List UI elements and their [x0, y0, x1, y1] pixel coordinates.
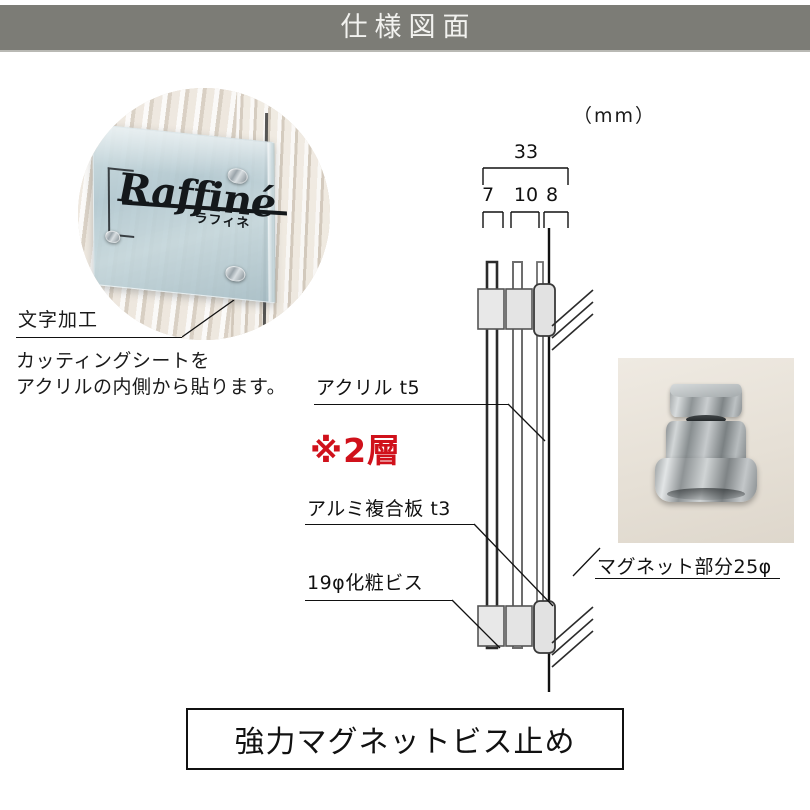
leader-screw [451, 599, 501, 649]
callout-alumi-underline [305, 524, 474, 525]
screw-head-bottom [477, 605, 505, 647]
dimension-seg2-label: 10 [513, 184, 539, 206]
leader-magnet [572, 547, 601, 577]
red-note-two-layer: ※2層 [310, 431, 402, 470]
bracket-seg3 [543, 211, 569, 228]
callout-acrylic-underline [314, 404, 508, 405]
callout-screw-label: 19φ化粧ビス [307, 572, 424, 594]
acrylic-plate-section [485, 260, 499, 650]
leader-alumi [473, 523, 554, 607]
magnet-screw-cap-photo [618, 358, 794, 543]
callout-acrylic-label: アクリル t5 [316, 377, 421, 399]
plate-screw-bottom-right [225, 265, 246, 283]
bottom-caption-text: 強力マグネットビス止め [234, 725, 576, 760]
bottom-caption-box: 強力マグネットビス止め [186, 708, 624, 770]
wall-hatch-bottom [551, 606, 594, 668]
leader-acrylic [507, 403, 546, 442]
magnet-body-top [533, 283, 556, 337]
spacer-bottom [505, 605, 533, 647]
annotation-body-line-1: カッティングシートを [16, 350, 210, 372]
callout-magnet-label: マグネット部分25φ [597, 556, 772, 578]
fastener-assembly-bottom [477, 600, 594, 668]
annotation-moji-kako-underline [16, 337, 182, 338]
annotation-moji-kako-body: カッティングシートを アクリルの内側から貼ります。 [16, 348, 286, 400]
wall-hatch-top [551, 289, 594, 351]
screw-head-top [477, 288, 505, 330]
page-header-bar: 仕様図面 [0, 5, 810, 52]
magnet-body-bottom [533, 600, 556, 654]
alumi-panel-section [512, 261, 523, 649]
page-title: 仕様図面 [340, 12, 477, 43]
spacer-top [505, 288, 533, 330]
callout-leaders [451, 403, 601, 649]
callout-magnet-underline [595, 578, 780, 579]
wall-face-panel-section [536, 261, 544, 649]
bracket-total [482, 167, 569, 185]
plate-screw-bottom-left [105, 230, 121, 245]
callout-alumi-label: アルミ複合板 t3 [307, 498, 451, 520]
dimension-total-label: 33 [513, 141, 539, 163]
annotation-body-line-2: アクリルの内側から貼ります。 [16, 376, 287, 399]
cap-base-flange [655, 458, 757, 502]
nameplate-photo: Raffiné ラフィネ [78, 88, 330, 340]
cap-gap-ring [686, 415, 726, 424]
dimension-seg3-label: 8 [545, 184, 559, 206]
units-label: （mm） [573, 105, 657, 127]
fastener-assembly-top [477, 283, 594, 351]
bracket-seg1 [482, 211, 504, 228]
cap-top-disc [670, 384, 742, 417]
dimension-seg1-label: 7 [481, 184, 495, 206]
annotation-moji-kako-title: 文字加工 [18, 309, 99, 331]
callout-screw-underline [305, 600, 452, 601]
bracket-seg2 [510, 211, 540, 228]
